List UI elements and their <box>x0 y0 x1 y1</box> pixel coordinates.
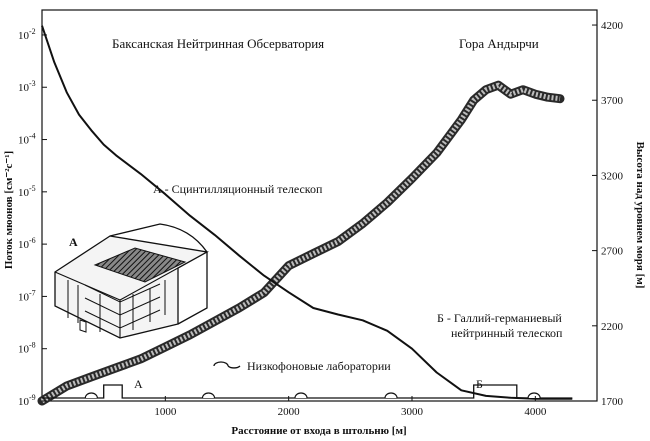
muon-flux-series <box>41 25 573 400</box>
legend-low-background-labs: Низкофоновые лаборатории <box>247 359 391 373</box>
y-left-tick-label: 10-2 <box>18 27 36 42</box>
y-left-tick-label: 10-9 <box>18 393 36 408</box>
gallium-telescope-label-2: нейтринный телескоп <box>451 326 563 340</box>
axis-ticks: 1000 2000 3000 4000 10-2 10-3 10-4 10-5 10-6 10-7… <box>18 20 624 418</box>
low-background-lab-icon <box>84 392 98 399</box>
y-left-tick-label: 10-3 <box>18 79 36 94</box>
legend-lab-symbol-icon <box>213 361 229 367</box>
scint-telescope-label: А - Сцинтилляционный телескоп <box>153 182 323 196</box>
y-right-tick-label: 2700 <box>601 246 624 258</box>
y-right-tick-label: 1700 <box>601 396 624 408</box>
altitude-series <box>37 80 565 406</box>
low-background-lab-icon <box>201 392 216 399</box>
lab-marker-b: Б <box>476 377 483 391</box>
y-left-tick-label: 10-7 <box>18 288 36 303</box>
inset-building-front <box>54 267 179 338</box>
plot-frame <box>41 9 598 402</box>
y-axis-label-right: Высота над уровнем моря [м] <box>634 142 646 289</box>
y-left-tick-label: 10-8 <box>18 341 36 356</box>
low-background-lab-icon <box>527 392 541 399</box>
low-background-lab-icon <box>294 392 308 399</box>
legend-lab-symbol-icon-2 <box>227 365 241 369</box>
scint-telescope-inset: А <box>54 223 209 339</box>
inset-detector-grid-icon <box>93 247 187 283</box>
inset-door-icon <box>79 319 87 333</box>
lab-baseline <box>42 384 573 399</box>
inset-label-a: А <box>69 235 78 249</box>
y-right-tick-label: 3200 <box>601 170 624 182</box>
mountain-name: Гора Андырчи <box>459 36 539 51</box>
gallium-telescope-label-1: Б - Галлий-германиевый <box>437 311 562 325</box>
x-axis-label: Расстояние от входа в штольню [м] <box>231 425 406 437</box>
y-right-tick-label: 3700 <box>601 95 624 107</box>
x-tick-label: 4000 <box>524 406 547 418</box>
y-right-tick-label: 2200 <box>601 321 624 333</box>
y-left-tick-label: 10-5 <box>18 184 36 199</box>
y-axis-label-left: Поток мюонов [см⁻²с⁻¹] <box>3 151 15 269</box>
muon-flux-line <box>41 25 573 400</box>
altitude-line-hatch <box>40 82 561 404</box>
y-left-tick-label: 10-4 <box>18 132 36 147</box>
x-tick-label: 3000 <box>401 406 424 418</box>
x-tick-label: 2000 <box>278 406 301 418</box>
lab-marker-a: А <box>134 377 143 391</box>
y-left-tick-label: 10-6 <box>18 236 36 251</box>
y-right-tick-label: 4200 <box>601 20 624 32</box>
inset-detector-layers <box>67 280 166 332</box>
low-background-lab-icon <box>384 392 398 399</box>
chart-title: Баксанская Нейтринная Обсерватория <box>112 36 324 51</box>
x-tick-label: 1000 <box>154 406 177 418</box>
